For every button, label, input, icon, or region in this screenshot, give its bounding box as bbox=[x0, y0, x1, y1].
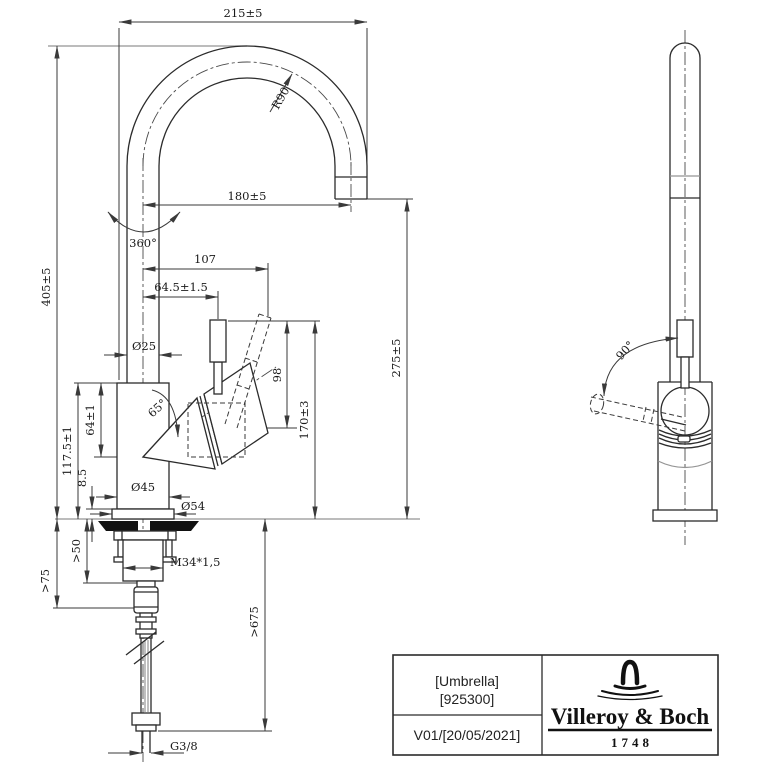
side-set-screw bbox=[677, 435, 691, 443]
dim-swivel-angle: 360° bbox=[129, 236, 157, 250]
brand-name: Villeroy & Boch bbox=[551, 704, 710, 729]
dim-lever-height: 98 bbox=[270, 368, 284, 383]
hose-break-mark bbox=[133, 640, 165, 665]
hose-nut bbox=[131, 712, 161, 726]
side-spout-tube bbox=[669, 42, 701, 382]
radius-leader bbox=[269, 73, 293, 113]
dimension-lines bbox=[54, 19, 410, 756]
side-lever-alt-dashed bbox=[589, 393, 686, 432]
lever-tilt-arc bbox=[151, 389, 180, 438]
dimension-labels: 215±5 R90 180±5 360° 405±5 107 64.5±1.5 … bbox=[38, 6, 403, 753]
mounting-bracket bbox=[113, 530, 177, 541]
side-lever bbox=[676, 319, 694, 389]
dim-flange-dia: Ø54 bbox=[181, 499, 205, 513]
spout-outline bbox=[126, 45, 368, 383]
lever-handle bbox=[209, 319, 227, 363]
dim-outlet-to-deck: 275±5 bbox=[389, 339, 403, 378]
supply-hose bbox=[125, 631, 165, 713]
dim-body-dia: Ø45 bbox=[131, 480, 155, 494]
body-and-handle bbox=[116, 313, 272, 510]
hose-break-mark bbox=[125, 631, 157, 656]
dim-spout-width: 215±5 bbox=[224, 6, 263, 20]
dim-total-height: 405±5 bbox=[39, 268, 53, 307]
villeroy-boch-logo-icon bbox=[597, 659, 663, 701]
threaded-shank bbox=[122, 539, 164, 582]
dim-flange-height: 8.5 bbox=[75, 469, 89, 487]
side-base-plate bbox=[652, 509, 718, 522]
dim-mounting-thread: M34*1,5 bbox=[170, 555, 220, 569]
side-lever-handle bbox=[676, 319, 694, 358]
counter-section-right bbox=[150, 521, 199, 531]
swivel-arc bbox=[107, 211, 181, 233]
hose-connector bbox=[133, 586, 159, 614]
front-view: 215±5 R90 180±5 360° 405±5 107 64.5±1.5 … bbox=[38, 6, 420, 762]
dim-cartridge-offset: 64.5±1.5 bbox=[154, 280, 208, 294]
dim-hose-length: >675 bbox=[247, 606, 261, 638]
side-body bbox=[652, 381, 718, 522]
dim-tube-dia: Ø25 bbox=[132, 339, 156, 353]
lever-swing-arc bbox=[601, 336, 679, 397]
side-lever-stem bbox=[680, 356, 690, 389]
dim-clearance-75: >75 bbox=[38, 569, 52, 593]
revision-date: V01/[20/05/2021] bbox=[414, 727, 521, 743]
title-block: [Umbrella] [925300] V01/[20/05/2021] Vil… bbox=[392, 654, 719, 756]
product-name: [Umbrella] bbox=[435, 673, 499, 689]
side-view: 90° bbox=[589, 30, 718, 545]
lever-stem bbox=[213, 361, 223, 395]
base-flange bbox=[111, 508, 175, 520]
article-number: [925300] bbox=[440, 691, 495, 707]
dim-clearance-50: >50 bbox=[69, 539, 83, 563]
handle-alt-position-dashed bbox=[187, 313, 272, 458]
mounting-assembly bbox=[98, 508, 199, 753]
dim-lever-offset: 107 bbox=[194, 252, 216, 266]
dim-outlet-height: 170±3 bbox=[297, 401, 311, 440]
brand-year: 1748 bbox=[611, 735, 653, 750]
counter-section-left bbox=[98, 521, 138, 531]
dim-lever-swing: 90° bbox=[613, 338, 637, 363]
dim-hose-connection: G3/8 bbox=[170, 739, 198, 753]
dim-spout-reach: 180±5 bbox=[228, 189, 267, 203]
dim-body-height: 117.5±1 bbox=[60, 426, 74, 476]
dim-body-top-to-pivot: 64±1 bbox=[83, 404, 97, 436]
